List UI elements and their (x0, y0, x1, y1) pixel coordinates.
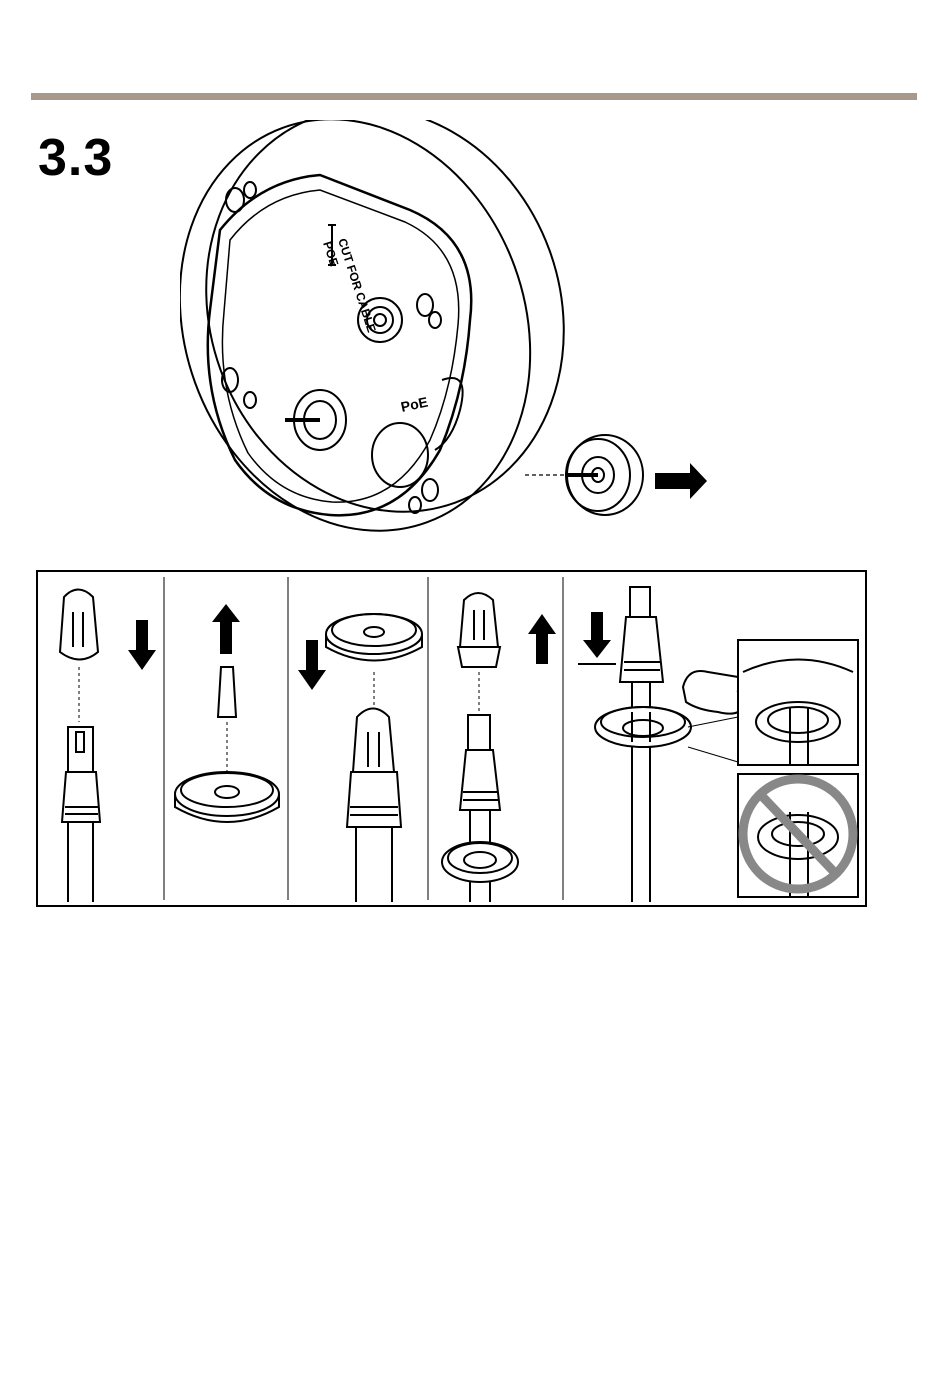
step-3 (298, 614, 422, 902)
cable-cover (60, 590, 98, 660)
step-2 (175, 604, 279, 822)
step-number: 3.3 (38, 128, 113, 188)
plug (218, 667, 236, 717)
step-4 (442, 593, 556, 902)
grommet (175, 772, 279, 822)
correct-detail (738, 640, 858, 765)
grommet (442, 842, 518, 882)
cable-cover (458, 593, 500, 667)
mounting-box-illustration: CUT FOR CABLE POE PoE (180, 120, 740, 540)
cable-cover (347, 709, 401, 903)
grommet (595, 707, 691, 747)
assembly-steps-panel (36, 570, 867, 907)
arrow-down-icon (298, 640, 326, 690)
arrow-down-icon (128, 620, 156, 670)
arrow-right-icon (655, 463, 707, 499)
grommet (326, 614, 422, 661)
top-rule (31, 93, 917, 100)
rj45-connector (62, 727, 100, 902)
arrow-down-icon (578, 612, 616, 664)
step-5 (578, 587, 858, 902)
arrow-up-icon (212, 604, 240, 654)
prohibited-detail (738, 774, 858, 897)
step-1 (60, 590, 156, 903)
arrow-up-icon (528, 614, 556, 664)
